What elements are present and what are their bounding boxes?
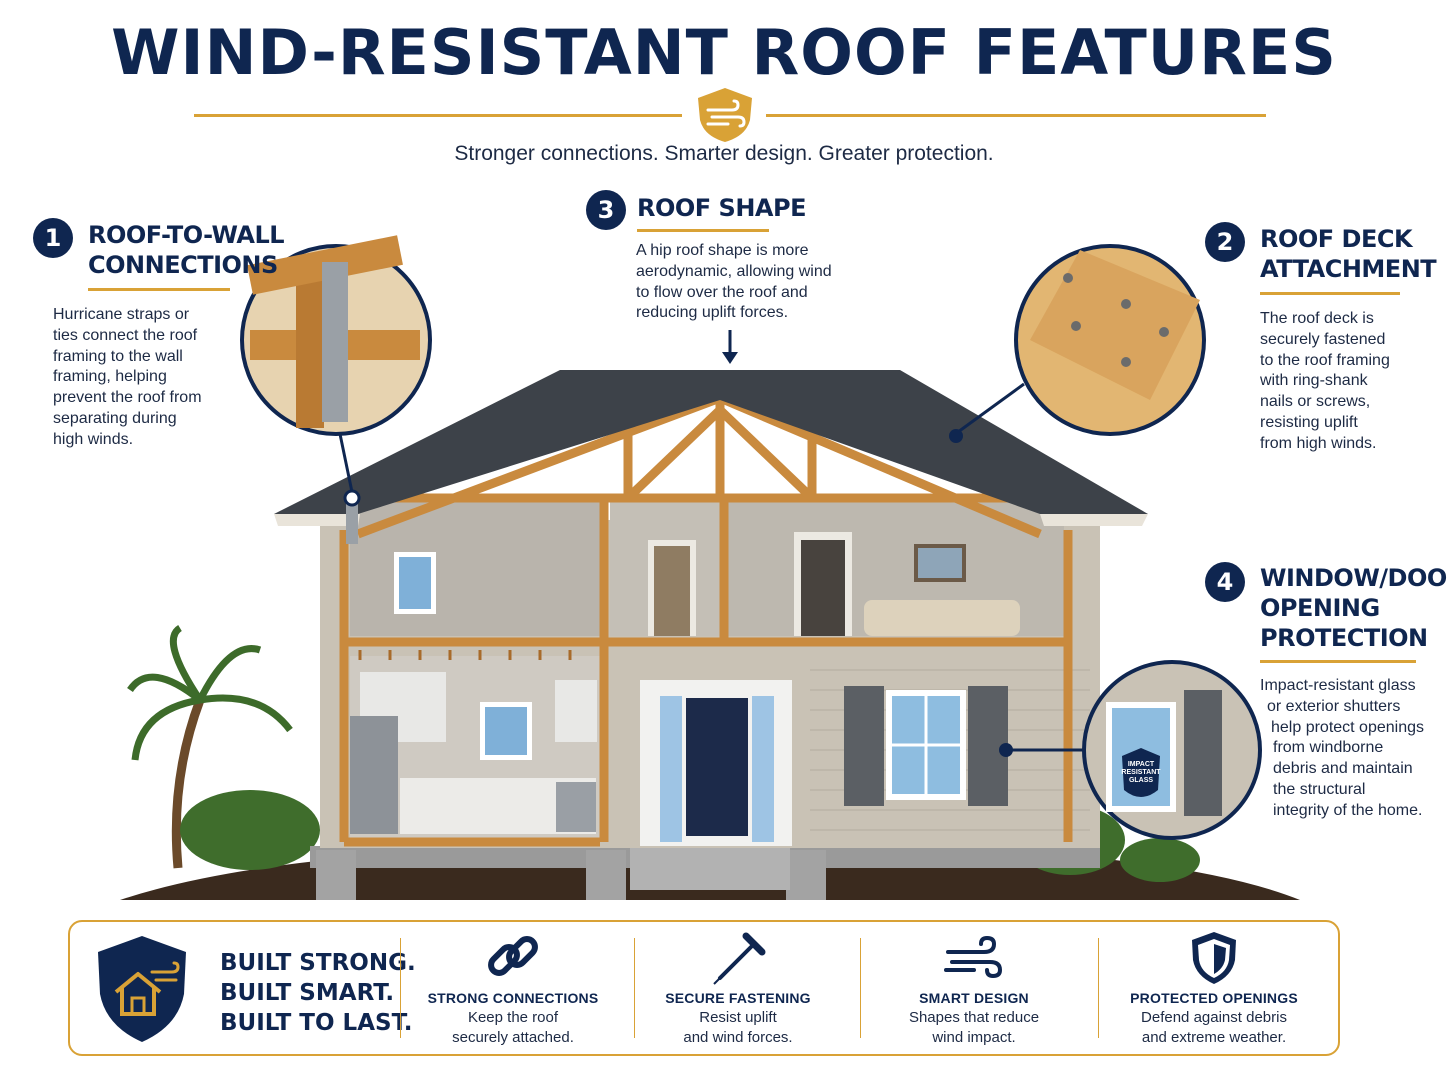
footer-item-secure-fastening: SECURE FASTENING Resist uplift and wind …	[628, 930, 848, 1048]
callout-roof-to-wall	[240, 235, 432, 507]
shutter-left	[844, 686, 884, 806]
wind-icon	[944, 935, 1003, 979]
feature-1-title: ROOF-TO-WALL CONNECTIONS	[88, 221, 285, 279]
footer-tagline: BUILT STRONG. BUILT SMART. BUILT TO LAST…	[220, 950, 416, 1036]
shield-icon	[1192, 932, 1236, 984]
feature-1-description: Hurricane straps or ties connect the roo…	[53, 306, 202, 448]
footer-divider	[860, 938, 861, 1038]
feature-3-rule	[637, 229, 769, 232]
house-shield-icon	[98, 936, 186, 1042]
title-rule-right	[766, 114, 1266, 117]
shrub-right-small	[1120, 838, 1200, 882]
footer-divider	[1098, 938, 1099, 1038]
window-label-line-2: RESISTANT	[1121, 769, 1161, 776]
window-label-line-1: IMPACT	[1128, 761, 1155, 768]
feature-4-title: WINDOW/DOOR OPENING PROTECTION	[1260, 564, 1448, 652]
feature-4-rule	[1260, 660, 1416, 663]
feature-3-description: A hip roof shape is more aerodynamic, al…	[636, 242, 832, 322]
dishwasher	[556, 782, 596, 832]
callout-roof-deck	[949, 244, 1206, 443]
feature-1-number: 1	[33, 218, 73, 258]
footer-bar	[68, 920, 1340, 1056]
footer-divider	[634, 938, 635, 1038]
feature-2-description: The roof deck is securely fastened to th…	[1260, 310, 1390, 452]
feature-2-rule	[1260, 292, 1400, 295]
footer-item-strong-connections: STRONG CONNECTIONS Keep the roof securel…	[403, 930, 623, 1048]
footer-item-protected-openings: PROTECTED OPENINGS Defend against debris…	[1104, 930, 1324, 1048]
footer-item-smart-design: SMART DESIGN Shapes that reduce wind imp…	[864, 930, 1084, 1048]
feature-4-number: 4	[1205, 562, 1245, 602]
hip-roof-shingles	[274, 370, 1148, 514]
footer-divider	[400, 938, 401, 1038]
feature-4-description: Impact-resistant glass or exterior shutt…	[1260, 677, 1424, 819]
window-label-line-3: GLASS	[1129, 777, 1153, 784]
feature-2-number: 2	[1205, 222, 1245, 262]
feature-2-title: ROOF DECK ATTACHMENT	[1260, 225, 1437, 283]
nail-icon	[713, 932, 766, 985]
wind-shield-icon	[698, 88, 752, 142]
chain-link-icon	[488, 936, 538, 976]
title-rule-left	[194, 114, 682, 117]
feature-3-number: 3	[586, 190, 626, 230]
callout-window-protection	[999, 660, 1262, 840]
feature-3-title: ROOF SHAPE	[637, 194, 806, 222]
front-door	[686, 698, 748, 836]
palm-tree	[127, 625, 293, 869]
front-steps	[630, 846, 790, 890]
shrub-left	[180, 790, 320, 870]
wood-framing	[339, 393, 1073, 847]
hurricane-strap	[346, 504, 358, 544]
feature-1-rule	[88, 288, 230, 291]
refrigerator	[350, 716, 398, 834]
couch	[864, 600, 1020, 636]
page-title: WIND-RESISTANT ROOF FEATURES	[111, 16, 1337, 89]
roof-shape-arrow	[722, 352, 738, 364]
page-subtitle: Stronger connections. Smarter design. Gr…	[454, 142, 994, 165]
